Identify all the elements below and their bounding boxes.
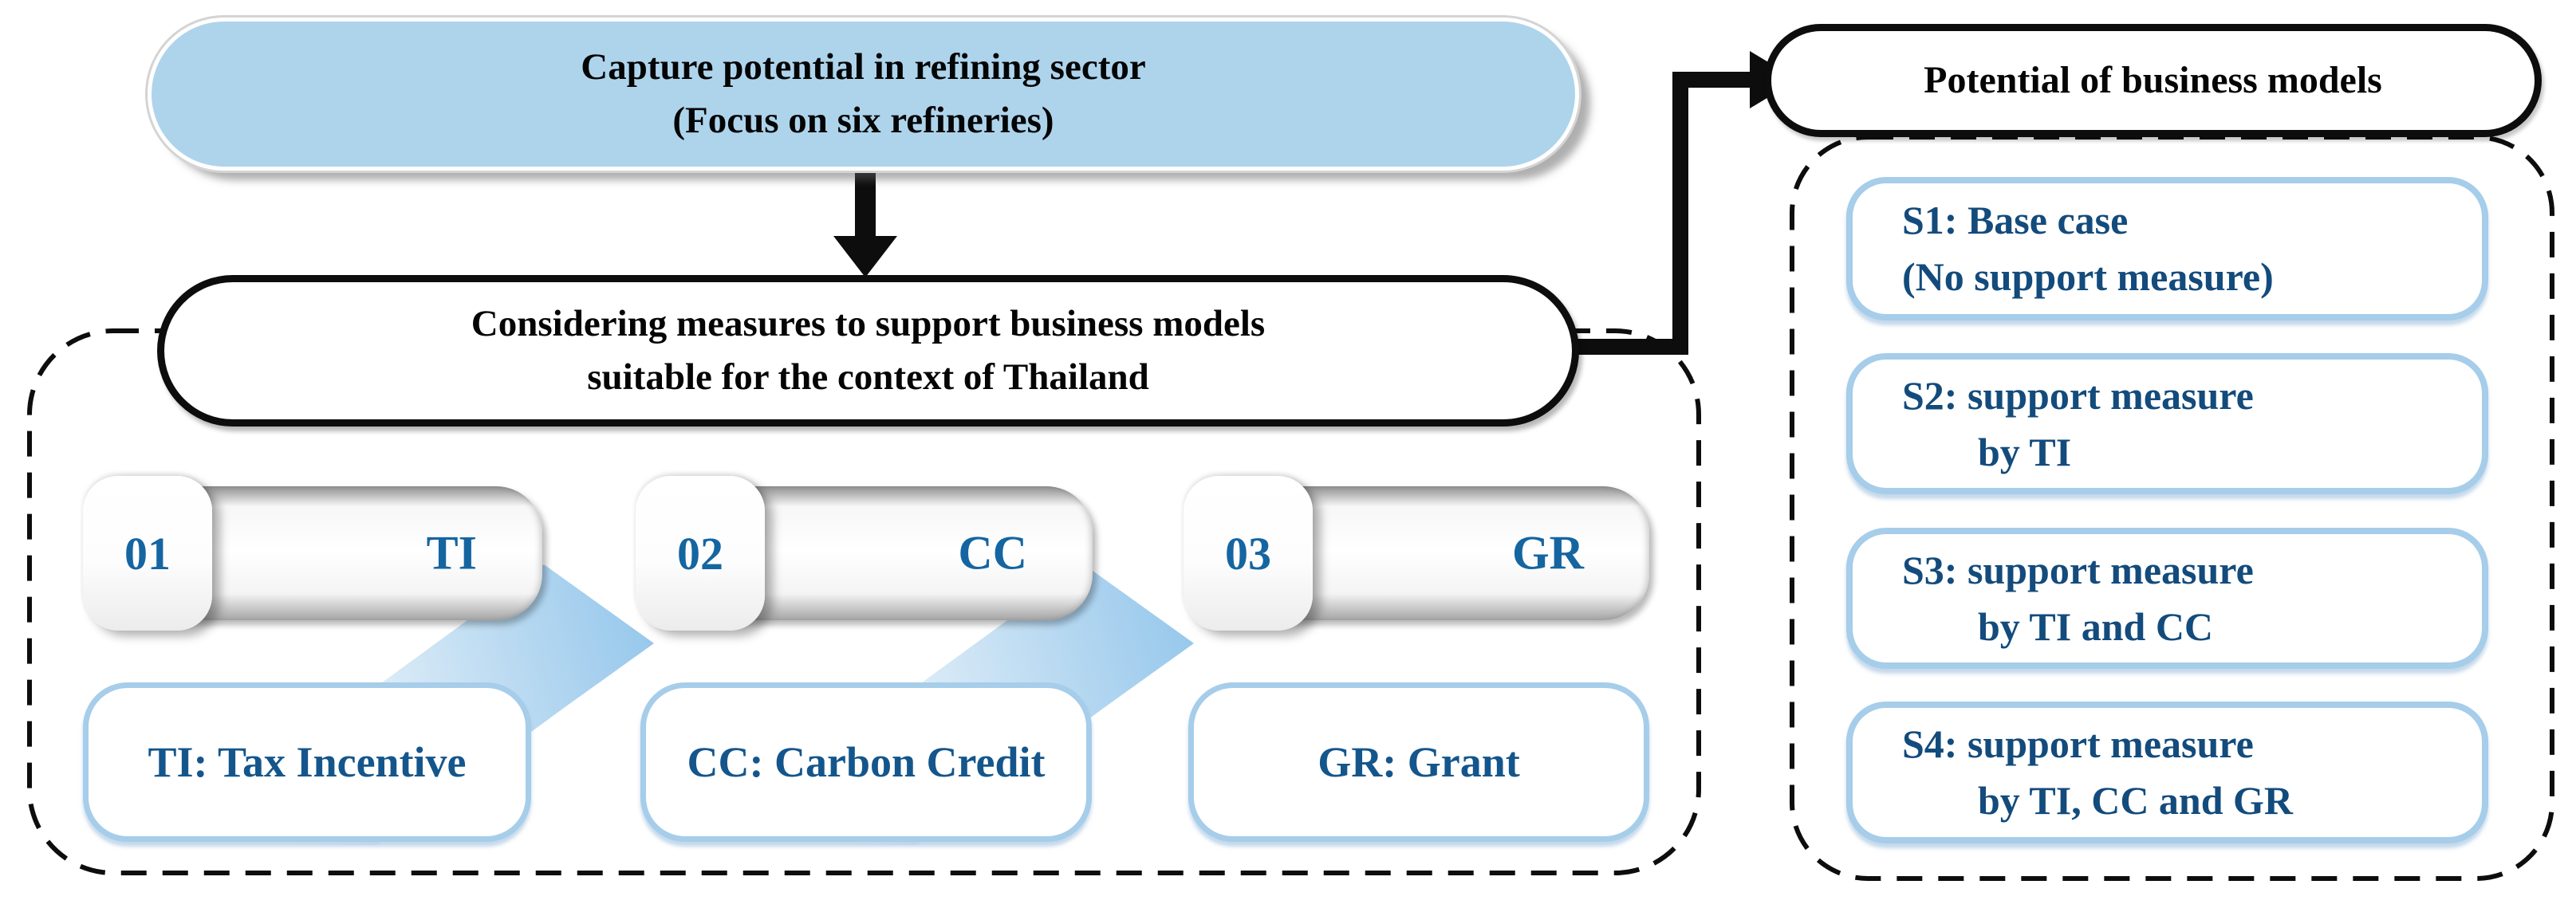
step-01-code: TI	[426, 526, 477, 580]
step-02-number-badge: 02	[636, 476, 765, 631]
elbow-connector-arrow	[1578, 51, 1798, 355]
scenario-s3-box: S3: support measure by TI and CC	[1846, 528, 2488, 669]
down-arrow	[833, 170, 897, 277]
scenario-s4-line1: S4: support measure	[1902, 721, 2254, 766]
considering-measures-line2: suitable for the context of Thailand	[587, 356, 1149, 398]
scenario-s2-line2: by TI	[1978, 429, 2072, 474]
scenario-s3-line2: by TI and CC	[1978, 603, 2214, 649]
considering-measures-box: Considering measures to support business…	[157, 275, 1579, 427]
scenario-s1-line1: S1: Base case	[1902, 198, 2129, 242]
scenario-s4-box: S4: support measure by TI, CC and GR	[1846, 702, 2488, 843]
step-01-pill: TI	[148, 486, 542, 620]
step-01-number: 01	[124, 527, 171, 580]
step-02-number: 02	[677, 527, 723, 580]
step-03-code: GR	[1512, 526, 1584, 580]
grant-label-box: GR: Grant	[1188, 682, 1649, 842]
scenario-s1-line2: (No support measure)	[1902, 254, 2274, 299]
carbon-credit-label-box: CC: Carbon Credit	[640, 682, 1092, 842]
carbon-credit-label: CC: Carbon Credit	[687, 738, 1046, 786]
scenarios-group-border	[1790, 135, 2554, 881]
scenario-s2-box: S2: support measure by TI	[1846, 353, 2488, 494]
capture-potential-box: Capture potential in refining sector (Fo…	[148, 18, 1579, 171]
capture-potential-line1: Capture potential in refining sector	[581, 46, 1146, 88]
step-01-number-badge: 01	[83, 476, 212, 631]
scenario-s4-line2: by TI, CC and GR	[1978, 778, 2294, 823]
potential-of-business-models-box: Potential of business models	[1764, 24, 2542, 137]
scenario-s3-line1: S3: support measure	[1902, 547, 2254, 592]
step-03-number-badge: 03	[1184, 476, 1313, 631]
grant-label: GR: Grant	[1318, 738, 1520, 786]
scenario-s2-line1: S2: support measure	[1902, 372, 2254, 418]
step-02-code: CC	[958, 526, 1027, 580]
step-03-number: 03	[1225, 527, 1271, 580]
capture-potential-line2: (Focus on six refineries)	[672, 100, 1054, 141]
scenario-s1-box: S1: Base case (No support measure)	[1846, 177, 2488, 320]
potential-of-business-models-label: Potential of business models	[1924, 59, 2382, 102]
considering-measures-line1: Considering measures to support business…	[471, 303, 1266, 345]
tax-incentive-label: TI: Tax Incentive	[148, 738, 467, 786]
tax-incentive-label-box: TI: Tax Incentive	[83, 682, 531, 842]
